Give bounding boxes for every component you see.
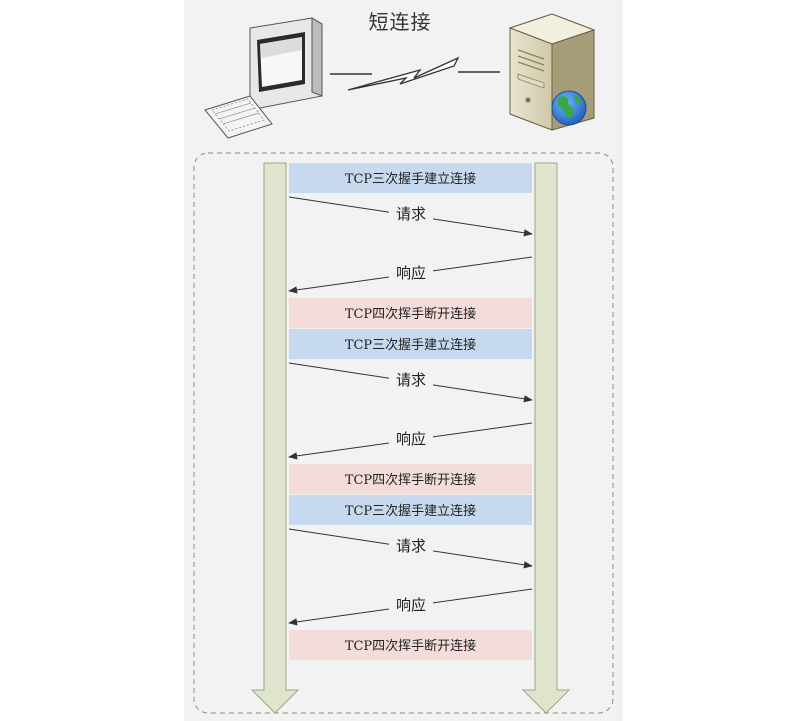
close-label: TCP四次挥手断开连接 [345,306,476,322]
close-label: TCP四次挥手断开连接 [345,638,476,654]
response-label: 响应 [396,596,426,614]
lightning-link-icon [330,56,500,91]
close-band [289,630,532,660]
close-band [289,298,532,328]
response-label-bg [389,594,433,614]
establish-label: TCP三次握手建立连接 [345,171,476,187]
diagram-title: 短连接 [368,10,432,34]
desktop-computer-icon [204,17,323,139]
establish-band [289,163,532,193]
request-label-bg [389,203,433,223]
web-server-icon [508,13,596,131]
response-label-bg [389,262,433,282]
session-frame [193,152,614,714]
response-label: 响应 [396,264,426,282]
server-lifeline [521,162,571,714]
request-label: 请求 [396,371,426,389]
close-band [289,464,532,494]
request-label-bg [389,535,433,555]
close-label: TCP四次挥手断开连接 [345,472,476,488]
response-label-bg [389,428,433,448]
request-label-bg [389,369,433,389]
establish-label: TCP三次握手建立连接 [345,503,476,519]
client-lifeline [250,162,300,714]
request-label: 请求 [396,205,426,223]
establish-label: TCP三次握手建立连接 [345,337,476,353]
establish-band [289,329,532,359]
establish-band [289,495,532,525]
response-label: 响应 [396,430,426,448]
request-label: 请求 [396,537,426,555]
